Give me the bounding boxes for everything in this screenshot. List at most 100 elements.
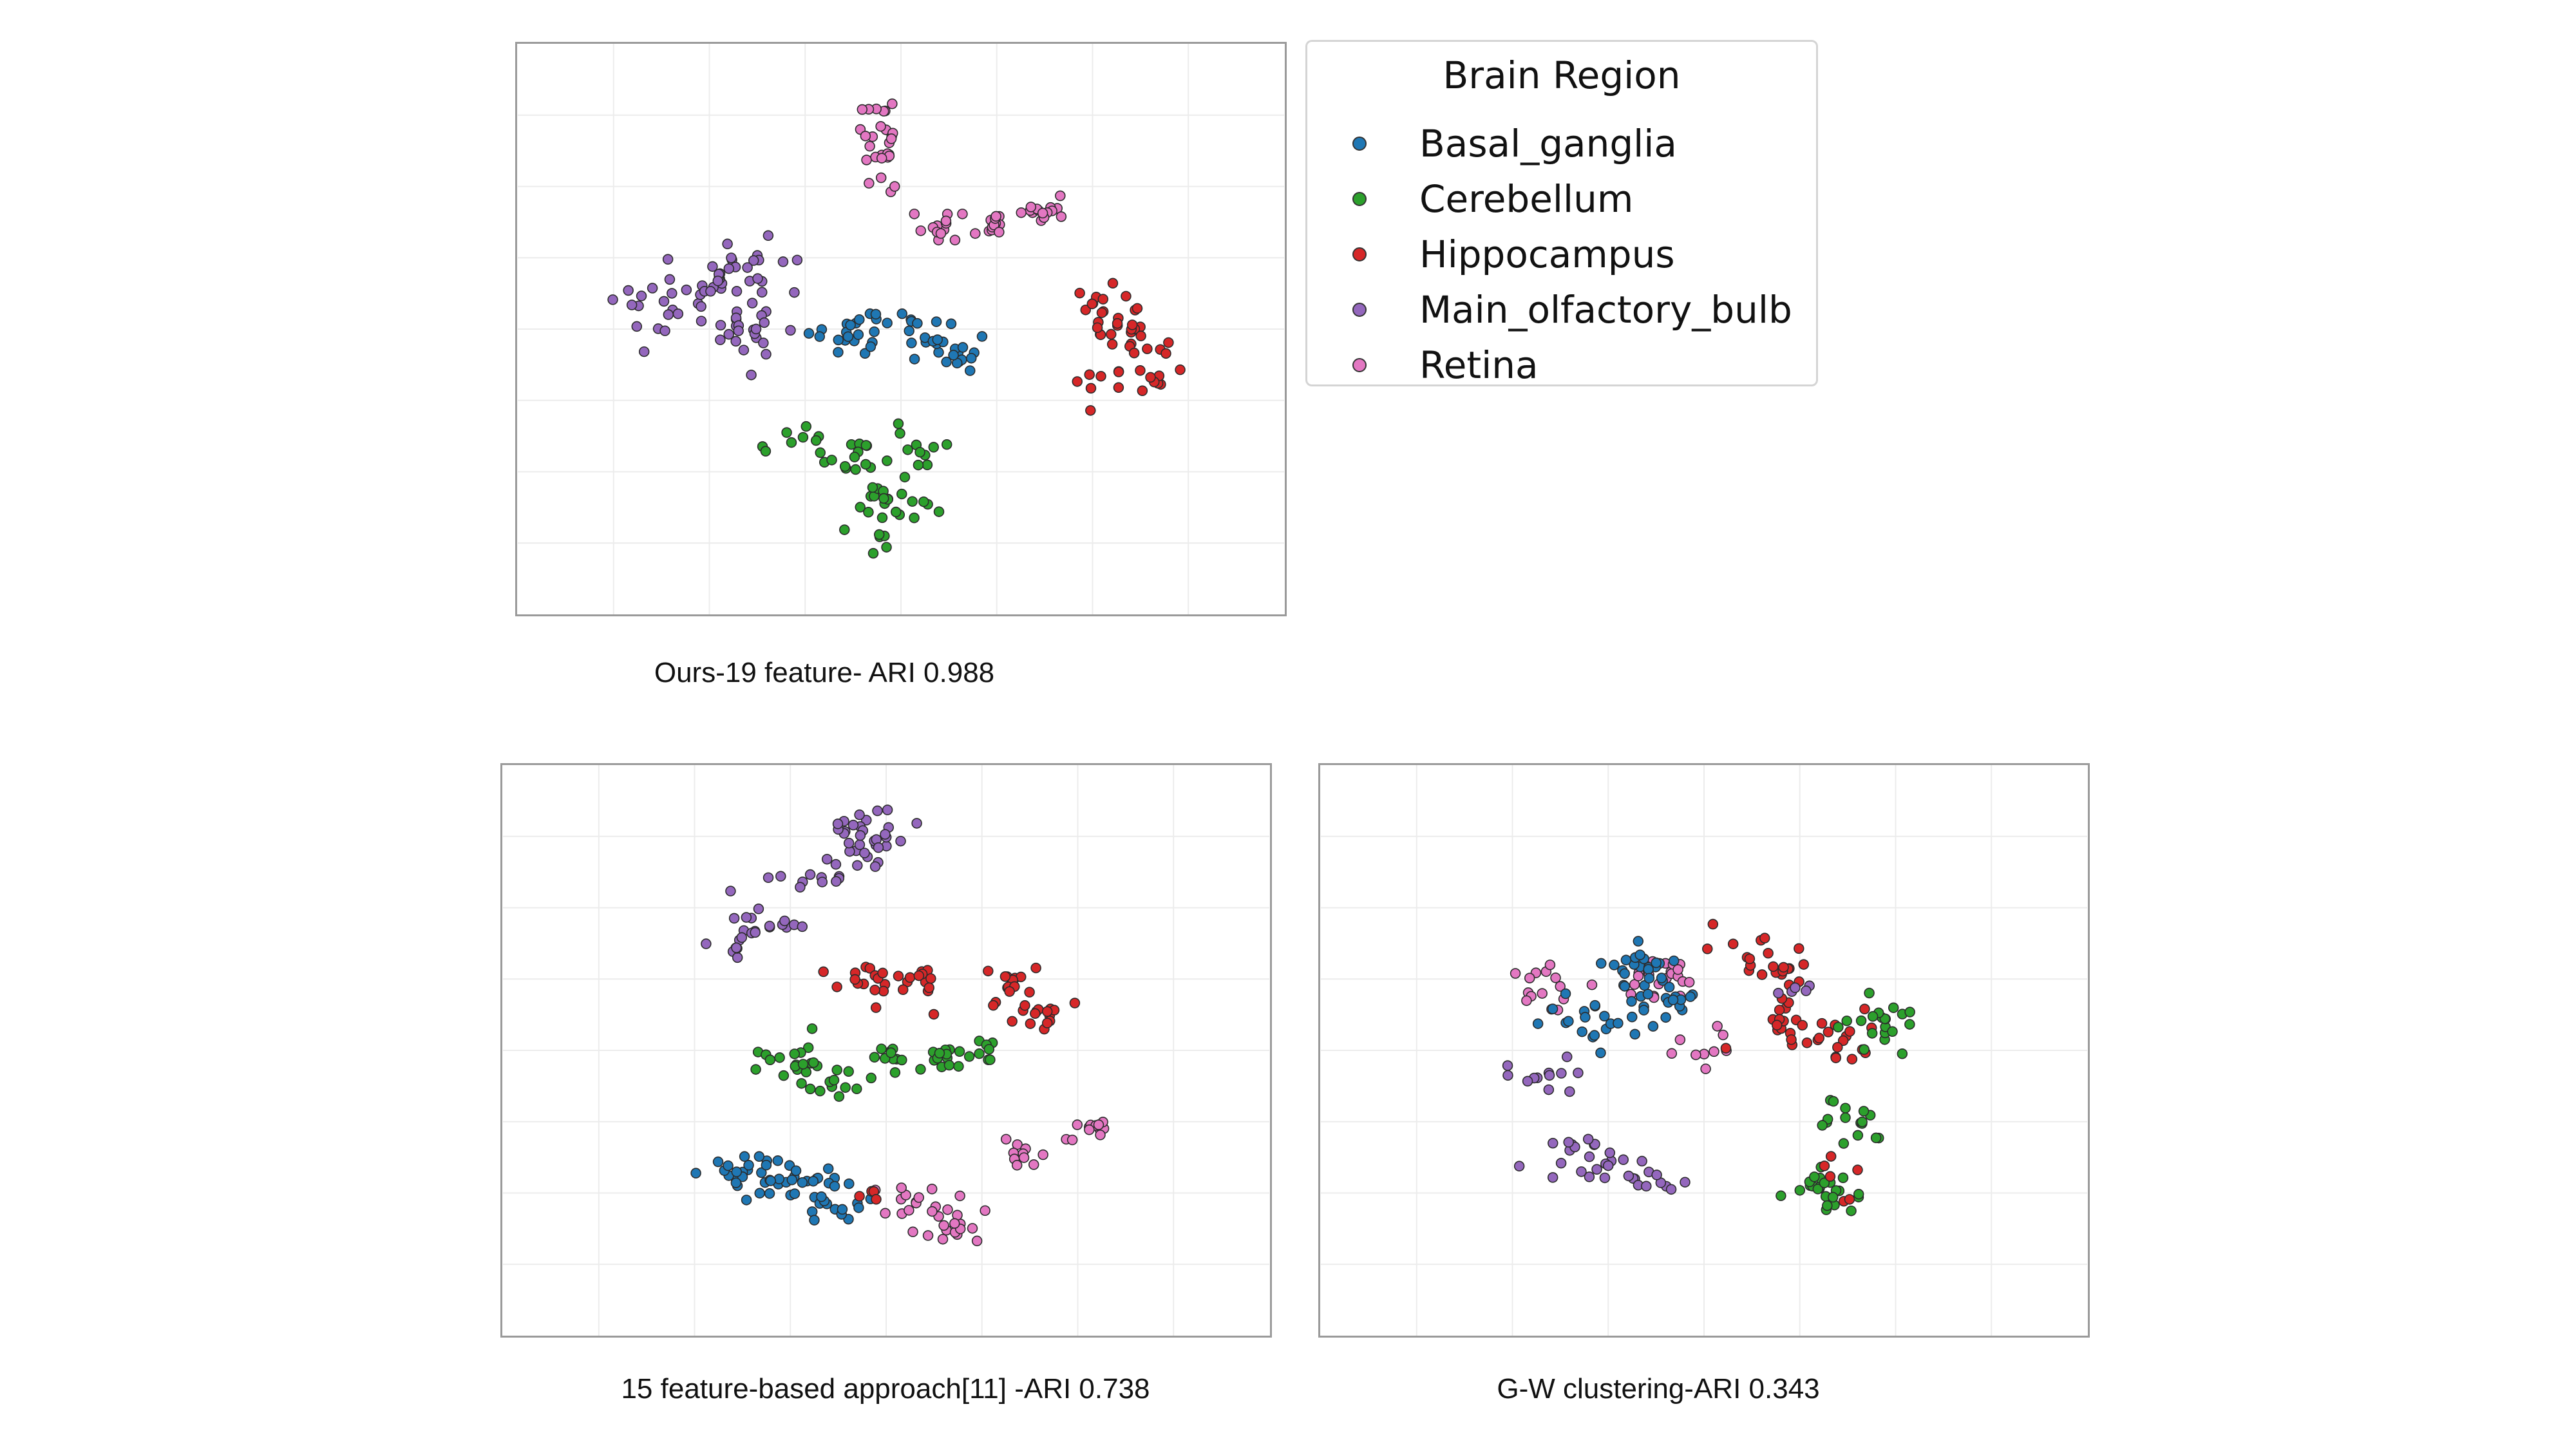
point-basal-ganglia [1633, 936, 1644, 947]
point-main-olfactory-bulb [752, 273, 763, 284]
point-main-olfactory-bulb [664, 274, 676, 285]
point-retina [967, 1223, 978, 1234]
point-cerebellum [867, 547, 879, 559]
legend-label-main-olfactory-bulb: Main_olfactory_bulb [1419, 288, 1792, 332]
point-cerebellum [974, 1048, 985, 1059]
point-cerebellum [1822, 1200, 1833, 1211]
point-main-olfactory-bulb [715, 319, 726, 331]
point-retina [1056, 211, 1067, 222]
point-hippocampus [923, 982, 934, 994]
point-main-olfactory-bulb [1665, 1184, 1677, 1195]
point-basal-ganglia [808, 1175, 819, 1187]
point-cerebellum [878, 493, 889, 504]
point-main-olfactory-bulb [746, 298, 758, 308]
point-main-olfactory-bulb [1790, 982, 1801, 994]
point-cerebellum [1809, 1171, 1820, 1182]
point-retina [1018, 1152, 1030, 1163]
point-retina [1586, 979, 1598, 990]
point-cerebellum [1858, 1106, 1870, 1117]
point-cerebellum [1853, 1189, 1864, 1200]
point-main-olfactory-bulb [1548, 1137, 1558, 1149]
point-cerebellum [1857, 1116, 1868, 1128]
point-cerebellum [983, 1044, 995, 1055]
point-cerebellum [922, 459, 933, 471]
point-retina [1544, 959, 1556, 971]
point-cerebellum [985, 1054, 996, 1065]
point-retina [889, 181, 900, 192]
point-cerebellum [833, 1091, 845, 1102]
point-retina [1000, 1133, 1012, 1145]
point-basal-ganglia [754, 1188, 765, 1199]
point-retina [861, 155, 872, 166]
point-basal-ganglia [933, 346, 944, 358]
point-retina [1037, 1149, 1048, 1160]
point-basal-ganglia [1660, 1012, 1671, 1023]
point-retina [1037, 207, 1048, 219]
point-hippocampus [1113, 382, 1124, 393]
point-retina [922, 1230, 934, 1241]
point-cerebellum [760, 446, 772, 457]
point-hippocampus [1145, 372, 1156, 383]
point-cerebellum [873, 529, 885, 540]
point-cerebellum [876, 512, 888, 524]
point-hippocampus [983, 965, 994, 977]
point-hippocampus [1095, 370, 1106, 382]
point-basal-ganglia [1532, 1018, 1544, 1029]
point-cerebellum [1887, 1026, 1898, 1037]
point-hippocampus [878, 985, 889, 997]
point-basal-ganglia [976, 331, 988, 342]
point-basal-ganglia [739, 1151, 750, 1162]
point-main-olfactory-bulb [728, 913, 740, 924]
point-hippocampus [1771, 1019, 1783, 1031]
point-main-olfactory-bulb [1544, 1070, 1555, 1081]
point-cerebellum [839, 524, 850, 535]
point-basal-ganglia [1547, 1003, 1558, 1014]
point-cerebellum [895, 428, 905, 439]
point-main-olfactory-bulb [681, 284, 692, 296]
point-main-olfactory-bulb [748, 255, 759, 266]
point-basal-ganglia [948, 350, 959, 361]
point-main-olfactory-bulb [882, 804, 893, 815]
point-hippocampus [988, 999, 999, 1011]
point-cerebellum [913, 459, 924, 471]
point-cerebellum [869, 1052, 880, 1063]
point-hippocampus [897, 984, 909, 995]
point-hippocampus [1112, 317, 1123, 329]
scatter-svg-c [1321, 765, 2087, 1336]
point-main-olfactory-bulb [731, 286, 743, 297]
point-basal-ganglia [865, 341, 876, 352]
legend-label-basal-ganglia: Basal_ganglia [1419, 122, 1677, 166]
point-main-olfactory-bulb [1564, 1086, 1575, 1097]
point-retina [1524, 972, 1535, 984]
point-cerebellum [1855, 1015, 1867, 1027]
point-basal-ganglia [904, 325, 914, 337]
point-basal-ganglia [753, 1151, 765, 1162]
point-basal-ganglia [870, 308, 882, 320]
point-hippocampus [1819, 1160, 1830, 1171]
point-cerebellum [1904, 1019, 1915, 1030]
point-hippocampus [1137, 385, 1148, 396]
point-main-olfactory-bulb [832, 819, 844, 829]
point-main-olfactory-bulb [775, 871, 786, 882]
point-main-olfactory-bulb [732, 952, 743, 963]
point-hippocampus [818, 966, 829, 978]
legend-item-hippocampus: Hippocampus [1352, 229, 1675, 280]
point-main-olfactory-bulb [1556, 1068, 1567, 1079]
point-basal-ganglia [1643, 963, 1654, 975]
point-retina [887, 98, 898, 109]
point-basal-ganglia [764, 1188, 775, 1199]
point-cerebellum [1794, 1185, 1806, 1196]
point-cerebellum [826, 455, 837, 466]
point-hippocampus [1846, 1054, 1858, 1065]
point-hippocampus [1859, 1003, 1870, 1014]
point-retina [904, 1205, 914, 1216]
point-cerebellum [786, 437, 797, 448]
point-retina [875, 172, 887, 184]
point-cerebellum [815, 1085, 826, 1097]
point-hippocampus [1825, 1151, 1837, 1162]
point-main-olfactory-bulb [1623, 1170, 1634, 1182]
caption-15-feature: 15 feature-based approach[11] -ARI 0.738 [621, 1373, 1150, 1405]
point-cerebellum [789, 1048, 800, 1059]
point-basal-ganglia [1627, 1011, 1638, 1023]
point-main-olfactory-bulb [762, 872, 774, 884]
